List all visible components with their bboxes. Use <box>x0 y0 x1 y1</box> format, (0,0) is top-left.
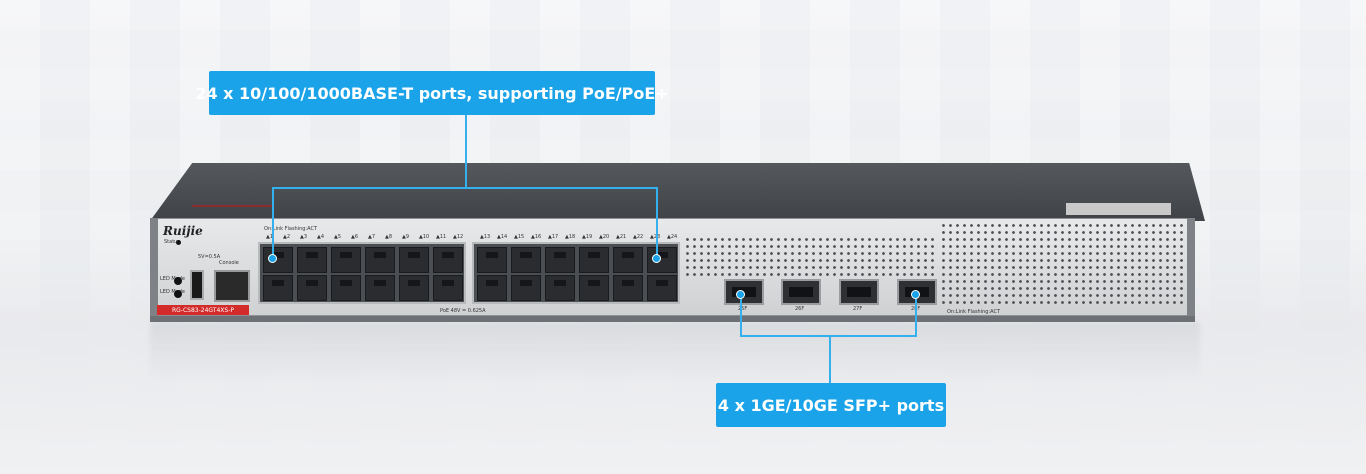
port-number-label: ▲8 <box>385 234 393 240</box>
status-led <box>176 240 181 245</box>
rj45-port[interactable] <box>477 247 507 273</box>
port-number-label: ▲21 <box>616 234 627 240</box>
rj45-port-block-right <box>472 242 680 304</box>
rj45-port[interactable] <box>433 275 463 301</box>
switch-bottom-edge <box>150 316 1195 322</box>
port-number-label: ▲1 <box>266 234 274 240</box>
console-label: Console <box>219 260 239 266</box>
rj45-port[interactable] <box>545 247 575 273</box>
led-mode-button-1[interactable] <box>174 277 182 285</box>
rj45-port[interactable] <box>399 247 429 273</box>
port-number-label: ▲24 <box>667 234 678 240</box>
connector-top-left-drop <box>272 187 274 258</box>
rj45-port[interactable] <box>647 275 677 301</box>
callout-sfp-ports: 4 x 1GE/10GE SFP+ ports <box>716 383 946 427</box>
vent-grille-center <box>684 236 934 280</box>
rj45-port[interactable] <box>263 275 293 301</box>
connector-top-horizontal <box>272 187 658 189</box>
connector-top-right-drop <box>656 187 658 258</box>
port-number-label: ▲4 <box>317 234 325 240</box>
model-label: RG-CS83-24GT4XS-P <box>157 305 249 315</box>
rj45-port[interactable] <box>613 275 643 301</box>
poe-label: PoE 48V = 0.625A <box>440 308 486 314</box>
console-port[interactable] <box>214 270 250 302</box>
sfp-port-label: 25F <box>738 306 748 312</box>
status-led-label: Status <box>164 239 180 245</box>
led-mode-button-2[interactable] <box>174 290 182 298</box>
port-number-label: ▲9 <box>402 234 410 240</box>
marker-port-24 <box>652 254 661 263</box>
rj45-port[interactable] <box>331 247 361 273</box>
rj45-port[interactable] <box>613 247 643 273</box>
sfp-legend: On:Link Flashing:ACT <box>947 309 1001 315</box>
port-number-label: ▲5 <box>334 234 342 240</box>
rj45-port[interactable] <box>365 247 395 273</box>
connector-bottom-left-rise <box>740 294 742 336</box>
marker-sfp-25 <box>736 290 745 299</box>
rj45-port[interactable] <box>433 247 463 273</box>
port-number-label: ▲7 <box>368 234 376 240</box>
port-number-label: ▲14 <box>497 234 508 240</box>
connector-top-vertical <box>465 115 467 188</box>
rj45-port-block-left <box>258 242 466 304</box>
rj45-port[interactable] <box>297 247 327 273</box>
led-mode-label-1: LED Mode <box>160 276 186 282</box>
port-legend: On:Link Flashing:ACT <box>264 226 318 232</box>
sfp-port[interactable] <box>839 279 879 305</box>
marker-sfp-28 <box>911 290 920 299</box>
port-number-label: ▲15 <box>514 234 525 240</box>
lid-accent-stripe <box>192 205 272 207</box>
rj45-port[interactable] <box>579 275 609 301</box>
usb-port[interactable] <box>190 270 204 300</box>
connector-bottom-vertical <box>829 336 831 383</box>
port-number-label: ▲10 <box>419 234 430 240</box>
sfp-port-label: 26F <box>795 306 805 312</box>
connector-bottom-right-rise <box>915 294 917 336</box>
device-reflection <box>150 322 1200 382</box>
port-number-label: ▲18 <box>565 234 576 240</box>
callout-rj45-ports: 24 x 10/100/1000BASE-T ports, supporting… <box>195 71 669 115</box>
rj45-port[interactable] <box>477 275 507 301</box>
port-number-label: ▲2 <box>283 234 291 240</box>
port-number-label: ▲6 <box>351 234 359 240</box>
rj45-port[interactable] <box>297 275 327 301</box>
lid-sticker <box>1066 203 1171 215</box>
brand-logo: Ruijie <box>163 224 203 238</box>
right-rack-ear <box>1187 218 1195 316</box>
rj45-port[interactable] <box>511 275 541 301</box>
connector-bottom-horizontal <box>740 335 917 337</box>
rj45-port[interactable] <box>365 275 395 301</box>
port-number-label: ▲3 <box>300 234 308 240</box>
port-number-label: ▲22 <box>633 234 644 240</box>
rj45-port[interactable] <box>331 275 361 301</box>
sfp-port-label: 27F <box>853 306 863 312</box>
rj45-port[interactable] <box>399 275 429 301</box>
port-number-label: ▲11 <box>436 234 447 240</box>
rj45-port[interactable] <box>511 247 541 273</box>
port-number-label: ▲16 <box>531 234 542 240</box>
port-number-label: ▲20 <box>599 234 610 240</box>
usb-label: 5V=0.5A <box>198 254 221 260</box>
switch-top-lid <box>150 163 1205 221</box>
port-number-label: ▲12 <box>453 234 464 240</box>
vent-grille-right <box>940 222 1185 304</box>
rj45-port[interactable] <box>545 275 575 301</box>
port-number-label: ▲17 <box>548 234 559 240</box>
port-number-label: ▲23 <box>650 234 660 240</box>
rj45-port[interactable] <box>579 247 609 273</box>
sfp-port[interactable] <box>781 279 821 305</box>
marker-port-1 <box>268 254 277 263</box>
left-rack-ear <box>150 218 158 316</box>
led-mode-label-2: LED Mode <box>160 289 186 295</box>
port-number-label: ▲13 <box>480 234 491 240</box>
port-number-label: ▲19 <box>582 234 593 240</box>
